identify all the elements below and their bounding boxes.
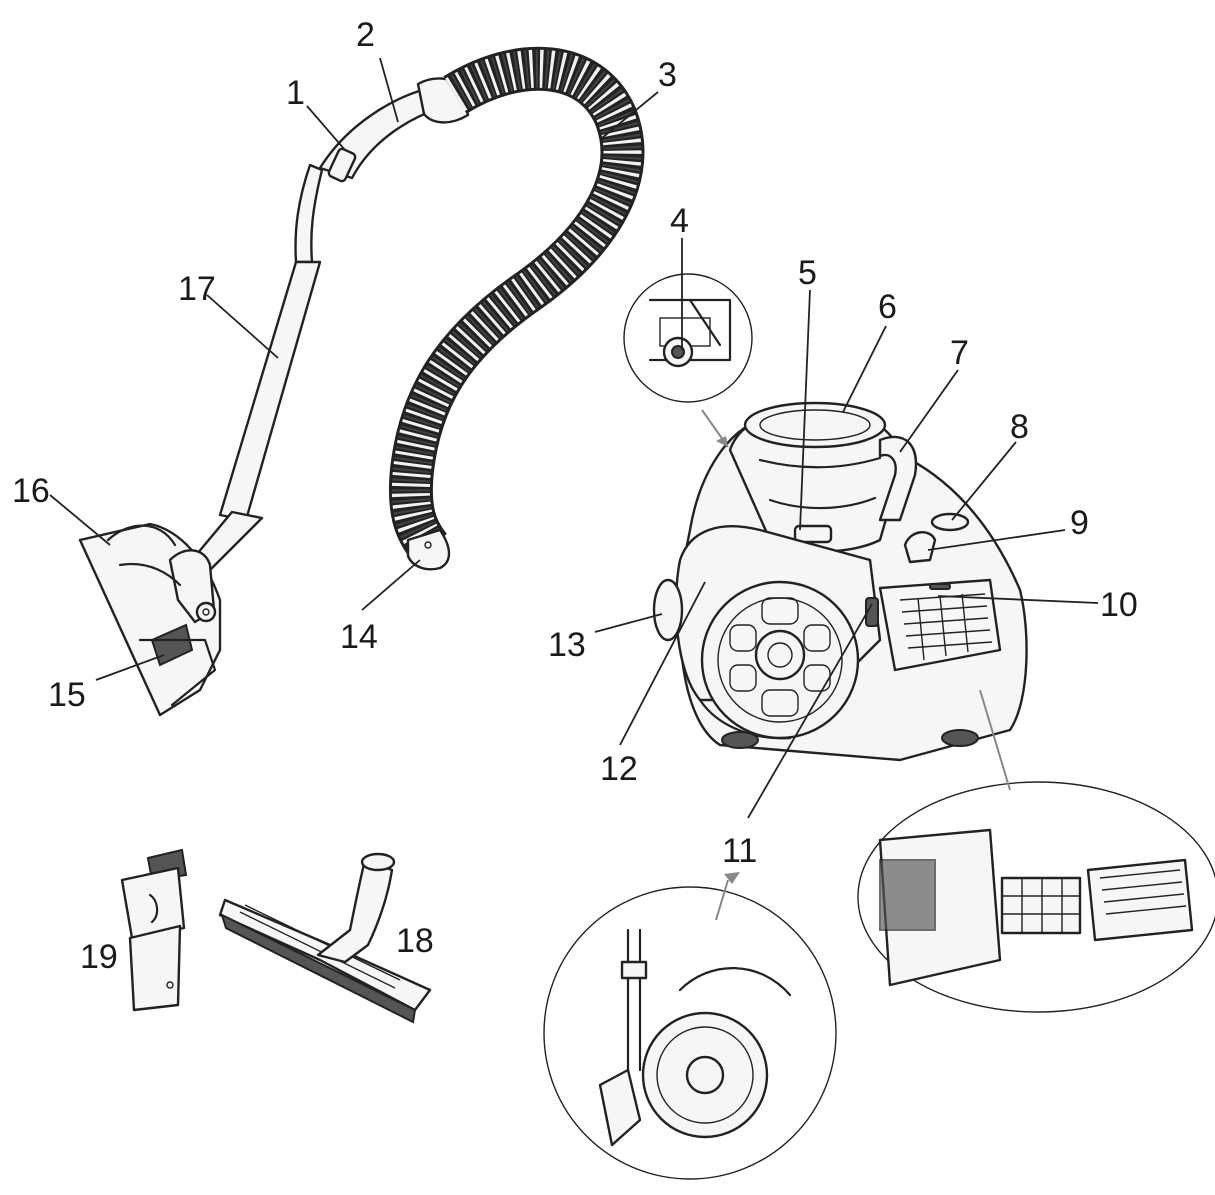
bin-handle (878, 435, 918, 522)
callout-7: 7 (950, 334, 969, 372)
callout-13: 13 (548, 626, 586, 664)
callout-8: 8 (1010, 408, 1029, 446)
callout-labels: 1 2 3 4 5 6 7 8 9 10 11 12 13 14 15 16 1… (12, 16, 1138, 976)
bin-release-button (793, 524, 833, 544)
callout-2: 2 (356, 16, 375, 54)
floor-nozzle (78, 522, 222, 717)
callout-14: 14 (340, 618, 378, 656)
callout-3: 3 (658, 56, 677, 94)
telescopic-tube (294, 163, 324, 264)
callout-16: 16 (12, 472, 50, 510)
leader-lines (49, 57, 1099, 819)
callout-10: 10 (1100, 586, 1138, 624)
callout-15: 15 (48, 676, 86, 714)
callout-4: 4 (670, 202, 689, 240)
callout-9: 9 (1070, 504, 1089, 542)
callout-6: 6 (878, 288, 897, 326)
callout-1: 1 (286, 74, 305, 112)
hard-floor-brush (218, 852, 432, 1024)
flexible-hose (388, 46, 645, 563)
hose-handle-assembly (78, 46, 645, 717)
callout-17: 17 (178, 270, 216, 308)
tube-park-slot (865, 597, 879, 627)
side-wheel (700, 580, 860, 740)
vacuum-canister (652, 401, 1028, 762)
callout-18: 18 (396, 922, 434, 960)
suction-control-slider (327, 147, 357, 183)
callout-12: 12 (600, 750, 638, 788)
detail-circle-4 (623, 273, 753, 403)
detail-circle-storage (543, 886, 837, 1180)
hose-inlet (652, 578, 684, 642)
crevice-brush-tool (120, 848, 188, 1012)
detail-circle-filter (857, 781, 1215, 1013)
hose-end-connector (406, 528, 451, 571)
exhaust-filter-cover (878, 578, 1002, 672)
callout-19: 19 (80, 938, 118, 976)
callout-5: 5 (798, 254, 817, 292)
cord-rewind-button (903, 531, 937, 564)
power-button (930, 512, 970, 532)
callout-11: 11 (722, 832, 757, 870)
